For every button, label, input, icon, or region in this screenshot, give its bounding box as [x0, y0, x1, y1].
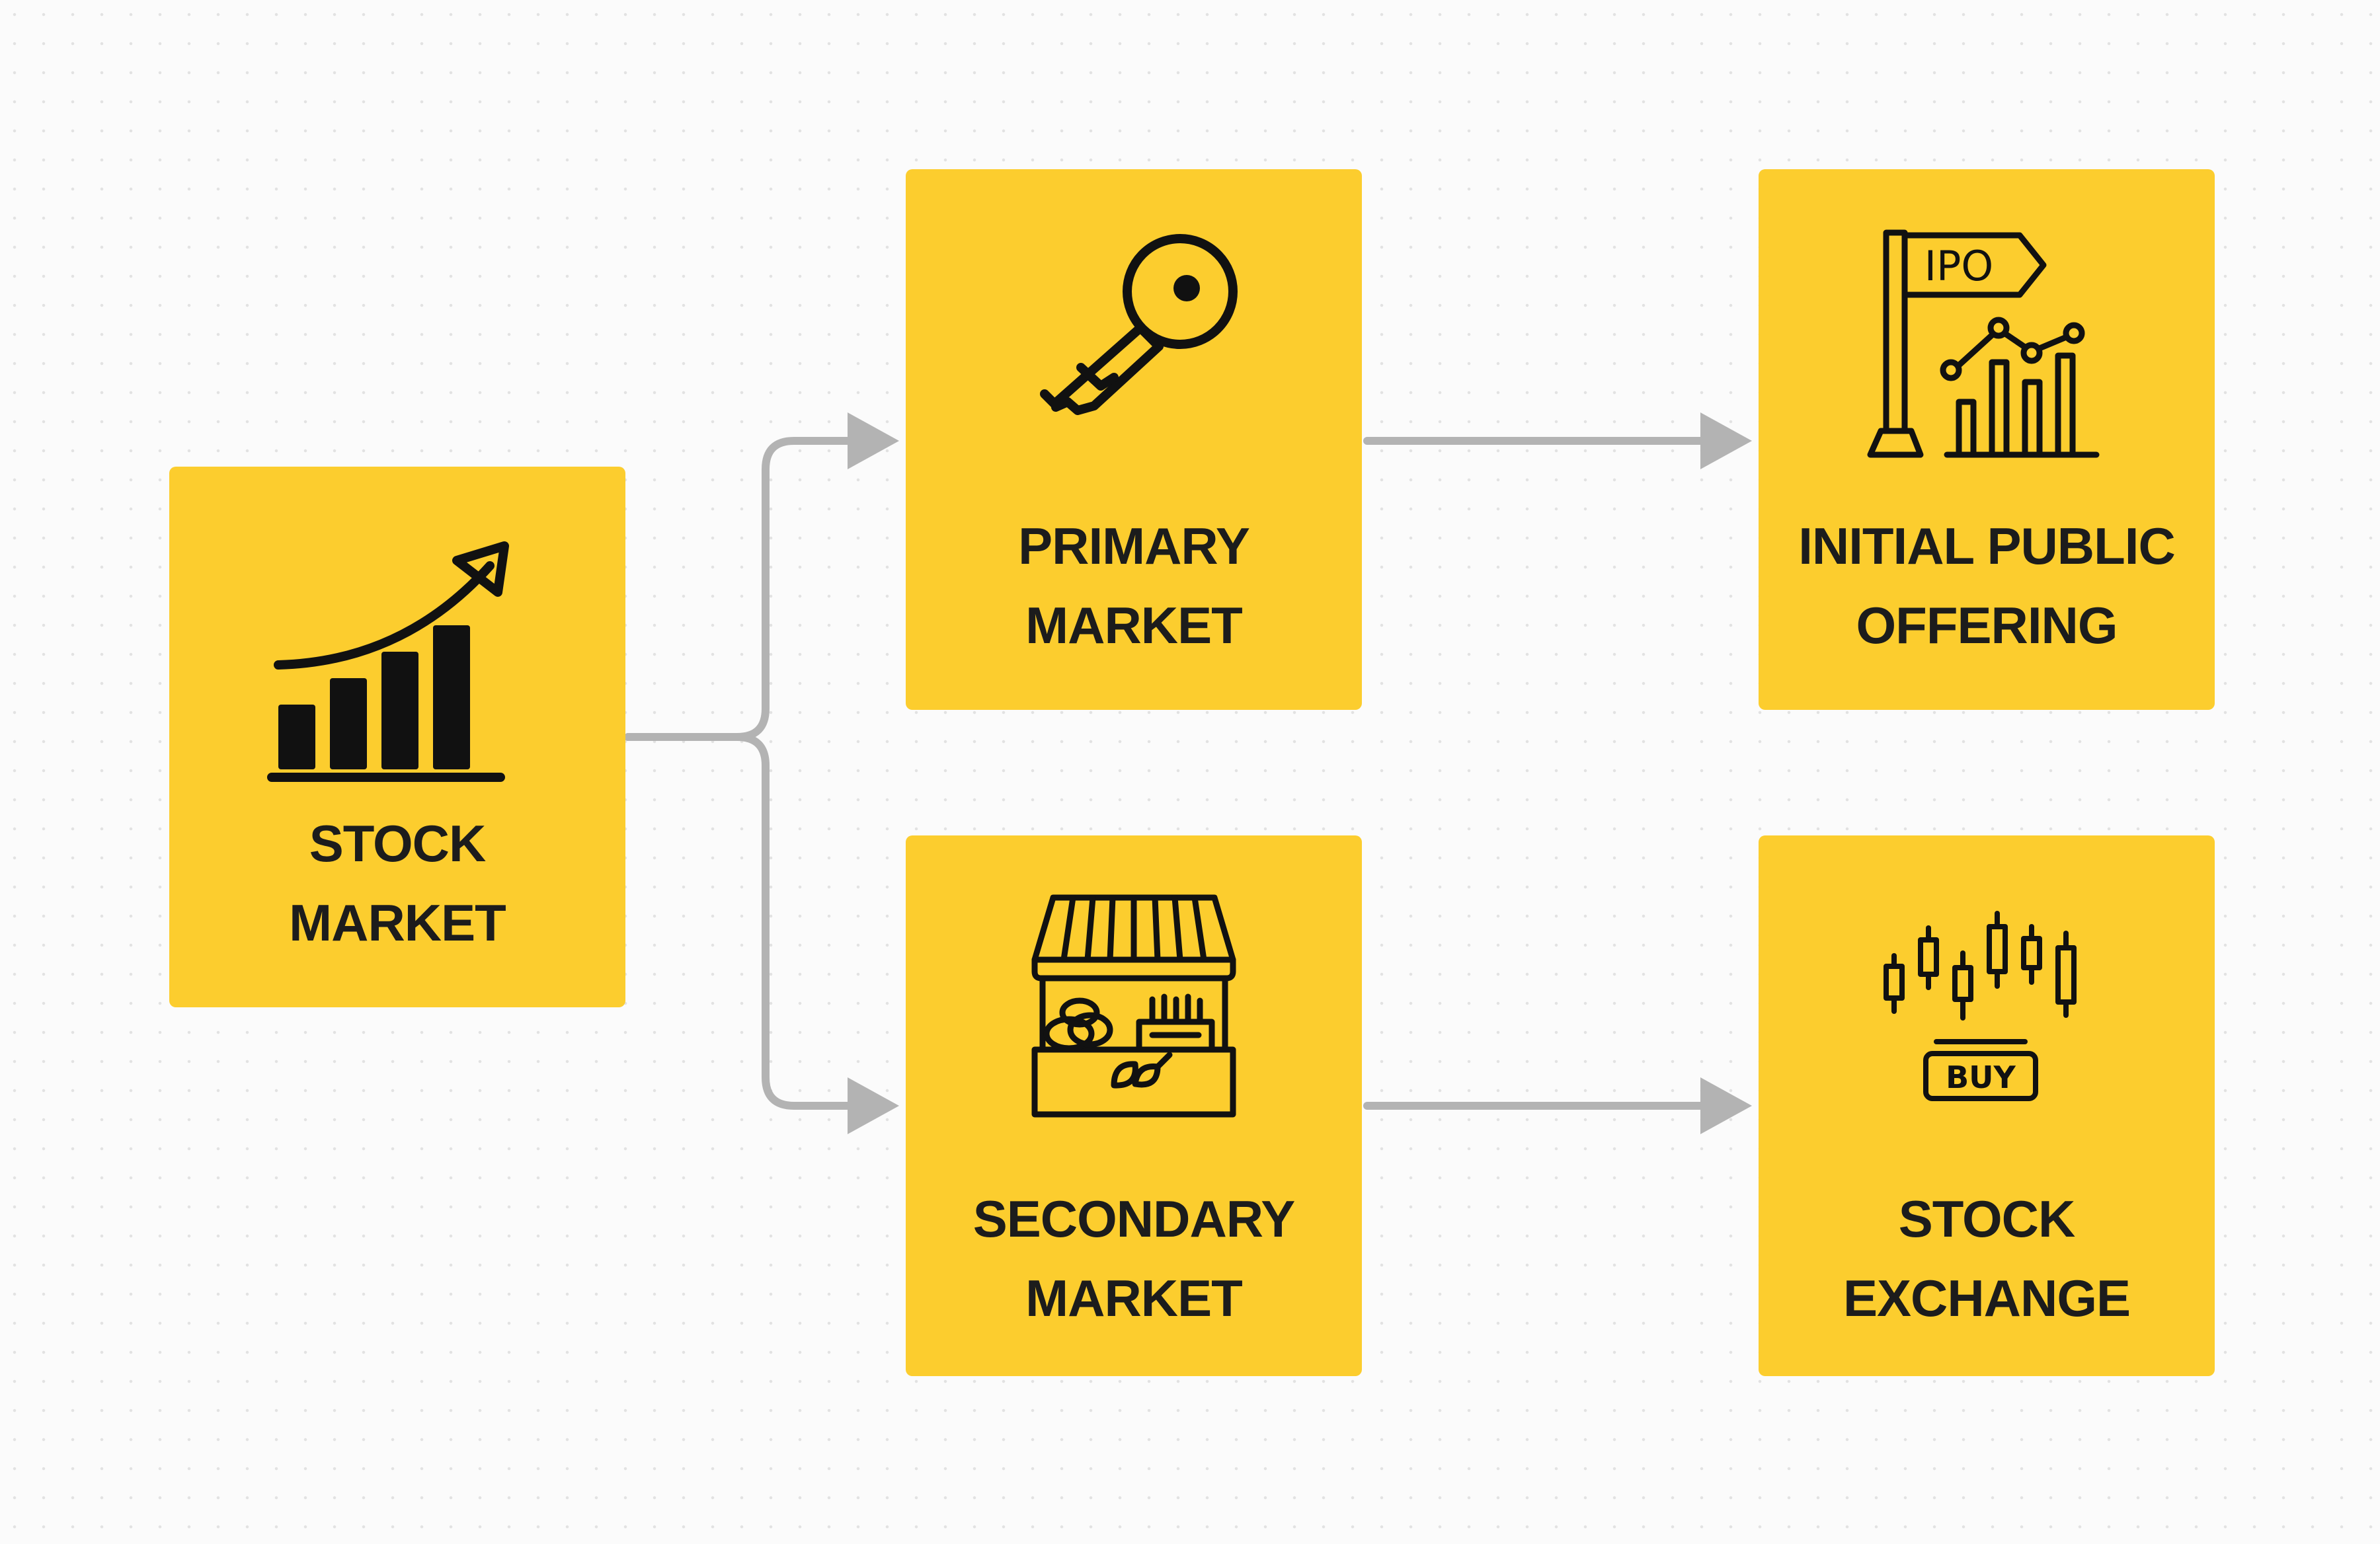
label-line-2: MARKET — [1025, 1269, 1243, 1327]
node-ipo: IPO INITIAL PUBLIC OFFERING — [1759, 169, 2215, 710]
label-line-1: INITIAL PUBLIC — [1798, 517, 2176, 575]
growth-chart-icon — [169, 526, 625, 791]
buy-button-text: BUY — [1946, 1060, 2016, 1095]
node-stock-exchange: BUY STOCK EXCHANGE — [1759, 835, 2215, 1376]
label-line-1: STOCK — [309, 814, 487, 872]
ipo-flag-chart-icon: IPO — [1759, 229, 2215, 467]
label-line-2: EXCHANGE — [1843, 1269, 2131, 1327]
arrowhead-exchange — [1700, 1077, 1752, 1134]
node-label: SECONDARY MARKET — [906, 1179, 1362, 1338]
edge-stock-to-secondary — [624, 733, 857, 1110]
node-secondary-market: SECONDARY MARKET — [906, 835, 1362, 1376]
label-line-1: PRIMARY — [1018, 517, 1250, 575]
node-primary-market: PRIMARY MARKET — [906, 169, 1362, 710]
ipo-flag-text: IPO — [1924, 242, 1993, 290]
node-label: PRIMARY MARKET — [906, 506, 1362, 665]
node-stock-market: STOCK MARKET — [169, 467, 625, 1007]
key-icon — [906, 229, 1362, 427]
node-label: STOCK MARKET — [169, 804, 625, 962]
label-line-1: SECONDARY — [972, 1190, 1296, 1248]
arrowhead-secondary — [848, 1077, 899, 1134]
candlestick-buy-icon: BUY — [1759, 909, 2215, 1114]
node-label: INITIAL PUBLIC OFFERING — [1759, 506, 2215, 665]
label-line-2: MARKET — [1025, 596, 1243, 654]
arrowhead-primary — [848, 412, 899, 469]
edge-stock-to-primary — [624, 437, 857, 741]
node-label: STOCK EXCHANGE — [1759, 1179, 2215, 1338]
arrowhead-ipo — [1700, 412, 1752, 469]
label-line-1: STOCK — [1898, 1190, 2076, 1248]
market-stall-icon — [906, 894, 1362, 1118]
label-line-2: OFFERING — [1856, 596, 2118, 654]
label-line-2: MARKET — [289, 894, 506, 952]
